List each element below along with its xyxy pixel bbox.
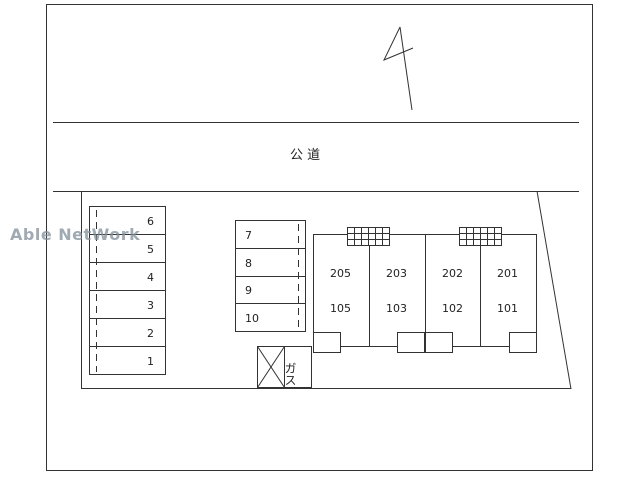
balcony-grid-left bbox=[347, 227, 390, 246]
north-arrow-icon bbox=[382, 26, 414, 111]
entry-step-203 bbox=[397, 332, 425, 353]
unit-203: 203 bbox=[386, 267, 407, 280]
parking-block-left bbox=[89, 206, 166, 375]
unit-201: 201 bbox=[497, 267, 518, 280]
parking-space-9: 9 bbox=[245, 284, 252, 297]
apartment-building bbox=[313, 234, 537, 347]
parking-space-5: 5 bbox=[147, 243, 154, 256]
entry-step-201 bbox=[509, 332, 537, 353]
outer-border bbox=[46, 4, 593, 471]
unit-103: 103 bbox=[386, 302, 407, 315]
parking-space-7: 7 bbox=[245, 229, 252, 242]
parking-space-2: 2 bbox=[147, 327, 154, 340]
unit-202: 202 bbox=[442, 267, 463, 280]
parking-space-8: 8 bbox=[245, 257, 252, 270]
unit-102: 102 bbox=[442, 302, 463, 315]
parking-space-10: 10 bbox=[245, 312, 259, 325]
unit-101: 101 bbox=[497, 302, 518, 315]
parking-space-3: 3 bbox=[147, 299, 154, 312]
entry-step-205 bbox=[313, 332, 341, 353]
site-boundary bbox=[81, 190, 572, 390]
watermark: Able NetWork bbox=[10, 225, 140, 244]
parking-block-center bbox=[235, 220, 306, 332]
unit-205: 205 bbox=[330, 267, 351, 280]
unit-105: 105 bbox=[330, 302, 351, 315]
balcony-grid-right bbox=[459, 227, 502, 246]
parking-space-4: 4 bbox=[147, 271, 154, 284]
parking-space-1: 1 bbox=[147, 355, 154, 368]
gas-box bbox=[284, 346, 312, 388]
parking-space-6: 6 bbox=[147, 215, 154, 228]
road-label: 公 道 bbox=[290, 148, 320, 163]
entry-step-202 bbox=[425, 332, 453, 353]
gas-label: ガス bbox=[283, 362, 297, 386]
storage-box bbox=[257, 346, 285, 388]
